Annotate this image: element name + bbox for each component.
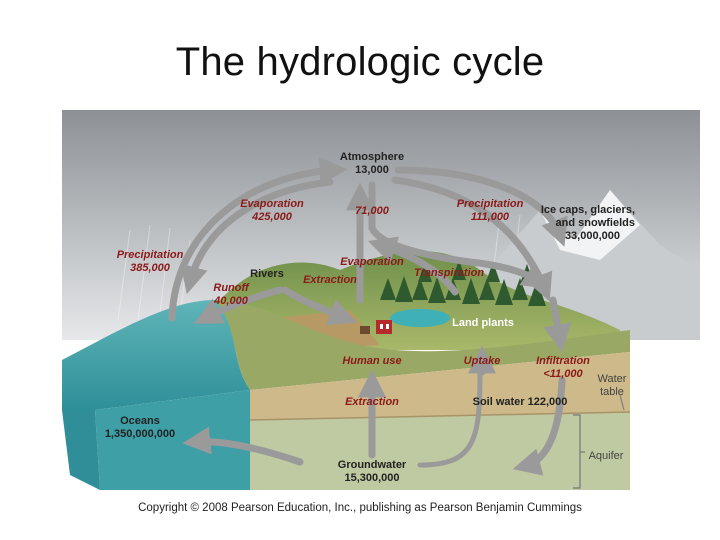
label-ice-line2: and snowfields xyxy=(556,217,635,229)
label-oceans-value: 1,350,000,000 xyxy=(105,428,175,440)
label-water-table-line1: Water xyxy=(598,373,627,385)
label-precipitation-ocean-value: 385,000 xyxy=(130,262,171,274)
arrow-atmosphere-to-ice xyxy=(394,166,568,247)
label-groundwater-value: 15,300,000 xyxy=(344,472,399,484)
label-soil-water: Soil water 122,000 xyxy=(473,396,568,408)
arrow-evaporation-ocean xyxy=(168,156,348,322)
water-table-line xyxy=(249,411,631,421)
block-cross-section xyxy=(62,352,631,490)
label-evaporation-ocean-value: 425,000 xyxy=(251,211,293,223)
label-aquifer: Aquifer xyxy=(589,450,624,462)
label-evaporation-ocean-name: Evaporation xyxy=(240,198,304,210)
label-water-table-line2: table xyxy=(600,386,624,398)
label-evaporation-land: Evaporation xyxy=(340,256,404,268)
ocean-surface xyxy=(62,300,250,410)
label-transpiration: Transpiration xyxy=(414,267,484,279)
human-use-buildings xyxy=(360,320,392,334)
land-surface xyxy=(215,300,630,390)
arrow-infiltration xyxy=(543,296,572,353)
aquifer-bracket xyxy=(573,414,585,489)
arrow-precipitation-land xyxy=(391,176,553,302)
slide-title: The hydrologic cycle xyxy=(175,40,545,84)
copyright-notice: Copyright © 2008 Pearson Education, Inc.… xyxy=(138,502,582,514)
label-extraction-surface: Extraction xyxy=(303,274,357,286)
label-atmosphere-value: 13,000 xyxy=(355,164,389,176)
arrow-groundwater-to-ocean xyxy=(182,426,304,466)
label-ice-value: 33,000,000 xyxy=(565,230,620,242)
label-oceans-name: Oceans xyxy=(120,415,160,427)
label-runoff-value: 40,000 xyxy=(213,295,249,307)
label-runoff-name: Runoff xyxy=(213,282,250,294)
flow-arrows xyxy=(168,156,572,476)
arrow-rivers-to-human xyxy=(281,286,357,326)
label-infiltration-value: <11,000 xyxy=(543,368,583,380)
ocean-cross-section-deep xyxy=(62,410,100,490)
arrow-precipitation-ocean xyxy=(180,178,334,295)
label-land-plants: Land plants xyxy=(452,317,514,329)
label-precipitation-land-value: 111,000 xyxy=(471,211,510,223)
scene-background xyxy=(62,110,700,410)
label-infiltration-name: Infiltration xyxy=(536,355,590,367)
label-atmosphere-name: Atmosphere xyxy=(340,151,404,163)
arrow-transpiration xyxy=(368,236,459,296)
ocean-cross-section xyxy=(95,390,250,490)
arrow-infiltration-to-groundwater xyxy=(512,376,566,476)
water-table-leader xyxy=(619,394,625,411)
label-extraction-ground: Extraction xyxy=(345,396,399,408)
lake xyxy=(390,309,450,327)
label-ice-line1: Ice caps, glaciers, xyxy=(541,204,635,216)
label-transport-value: 71,000 xyxy=(355,205,390,217)
label-human-use: Human use xyxy=(342,355,401,367)
diagram-labels: Atmosphere 13,000 Evaporation 425,000 71… xyxy=(105,151,635,484)
aquifer-layer xyxy=(250,412,630,490)
arrow-runoff xyxy=(193,286,284,324)
label-precipitation-ocean-name: Precipitation xyxy=(117,249,184,261)
soil-layer xyxy=(250,352,630,420)
arrow-soil-to-groundwater xyxy=(417,369,483,468)
label-groundwater-name: Groundwater xyxy=(338,459,407,471)
label-rivers: Rivers xyxy=(250,268,284,280)
label-uptake: Uptake xyxy=(464,355,501,367)
label-precipitation-land-name: Precipitation xyxy=(457,198,524,210)
